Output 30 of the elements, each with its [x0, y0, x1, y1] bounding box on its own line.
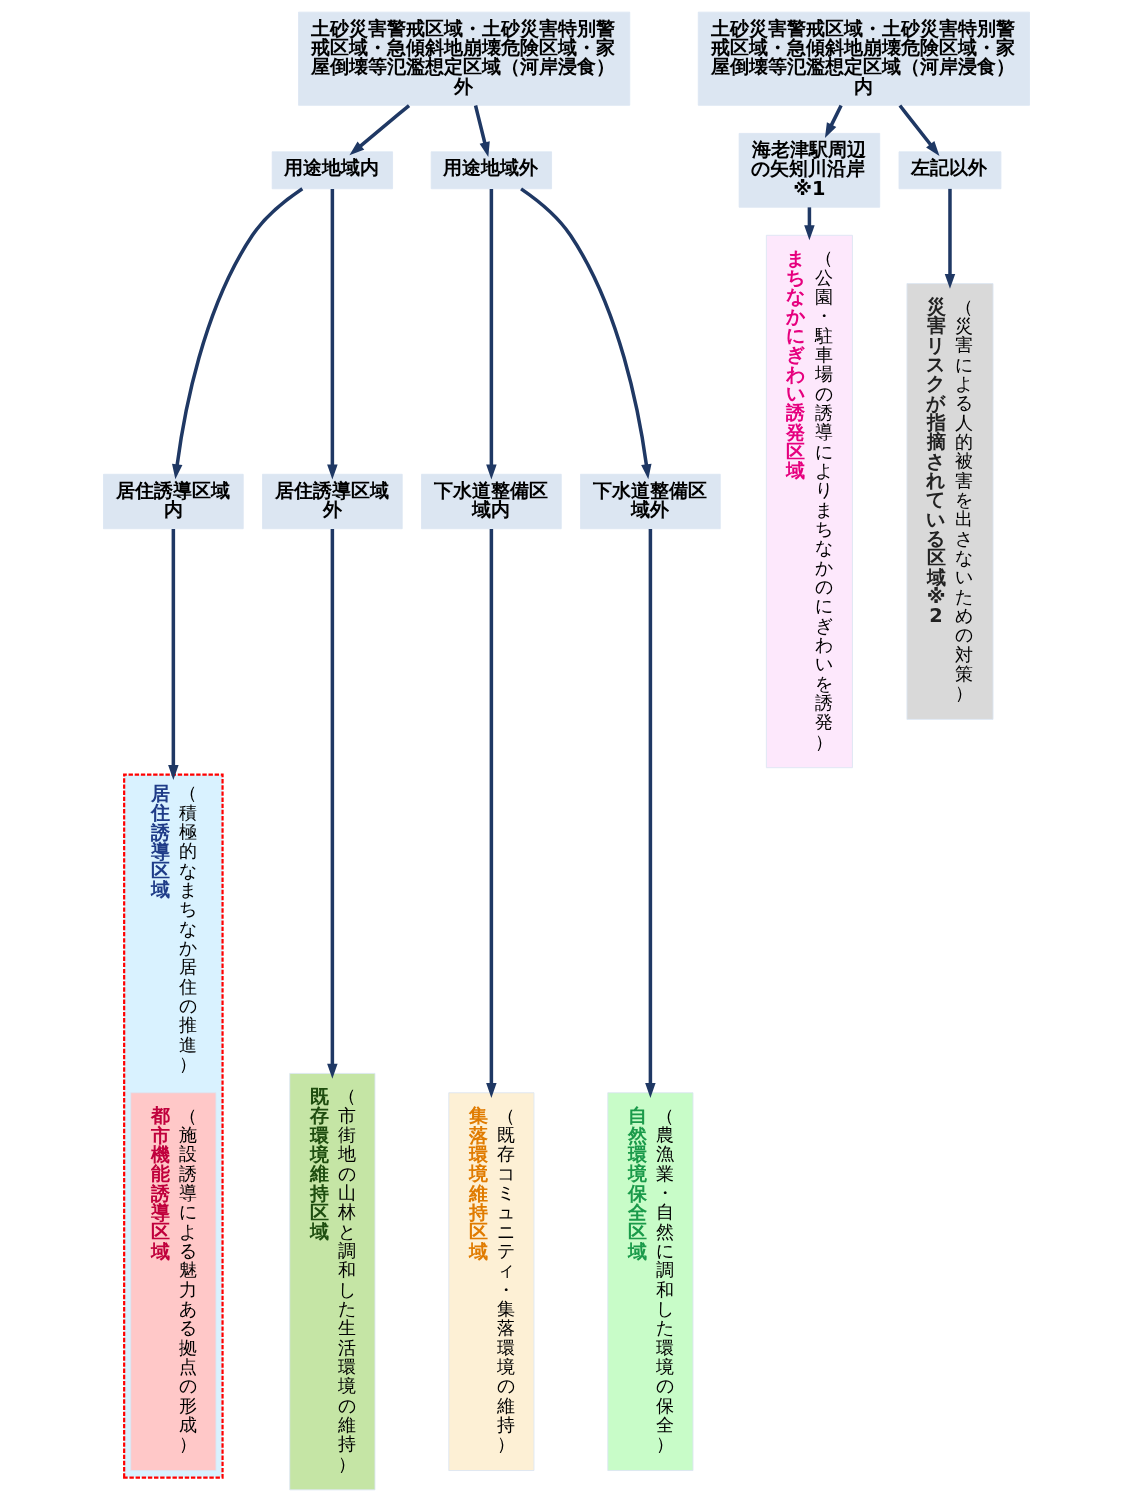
arrow	[803, 207, 815, 241]
arrow	[898, 104, 939, 156]
node-box: 自然環境保全区域 （農漁業・自然に調和した環境の保全）	[606, 1092, 693, 1471]
node-box: まちなかにぎわい誘発区域 （公園・駐車場の誘導によりまちなかのにぎわいを誘発）	[765, 234, 853, 769]
arrow	[473, 105, 490, 157]
arrow	[326, 528, 338, 1079]
arrow	[326, 188, 338, 480]
node-box: 既存環境維持区域 （市街地の山林と調和した生活環境の維持）	[288, 1073, 375, 1491]
node-box: 土砂災害警戒区域・土砂災害特別警戒区域・急傾斜地崩壊危険区域・家屋倒壊等氾濫想定区域（河岸浸食）外	[297, 11, 630, 106]
arrow	[824, 104, 843, 139]
node-box: 土砂災害警戒区域・土砂災害特別警戒区域・急傾斜地崩壊危険区域・家屋倒壊等氾濫想定区域（河岸浸食）内	[697, 11, 1030, 106]
node-box: 居住誘導区域内	[102, 473, 244, 530]
arrow	[167, 528, 179, 781]
arrow	[944, 188, 955, 289]
node-box: 居住誘導区域外	[261, 473, 403, 530]
node-box: 用途地域内	[271, 151, 393, 190]
node-box: 下水道整備区域外	[579, 473, 721, 530]
node-box: 用途地域外	[430, 151, 552, 190]
arrow	[485, 528, 497, 1098]
node-box: 都市機能誘導区域 （施設誘導による魅力ある拠点の形成）	[129, 1092, 216, 1471]
arrow	[485, 188, 497, 480]
arrow	[644, 528, 656, 1098]
arrow	[171, 187, 303, 480]
node-box: 海老津駅周辺の矢矧川沿岸※1	[738, 132, 880, 208]
node-box: 左記以外	[898, 151, 1001, 190]
arrow	[348, 104, 410, 156]
node-box: 下水道整備区域内	[420, 473, 562, 530]
node-box: 災害リスクが指摘されている区域※2 （災害による人的被害を出さないための対策）	[906, 283, 993, 720]
arrow	[519, 187, 652, 480]
node-box: 集落環境維持区域 （既存コミュニティ・集落環境の維持）	[447, 1092, 534, 1471]
